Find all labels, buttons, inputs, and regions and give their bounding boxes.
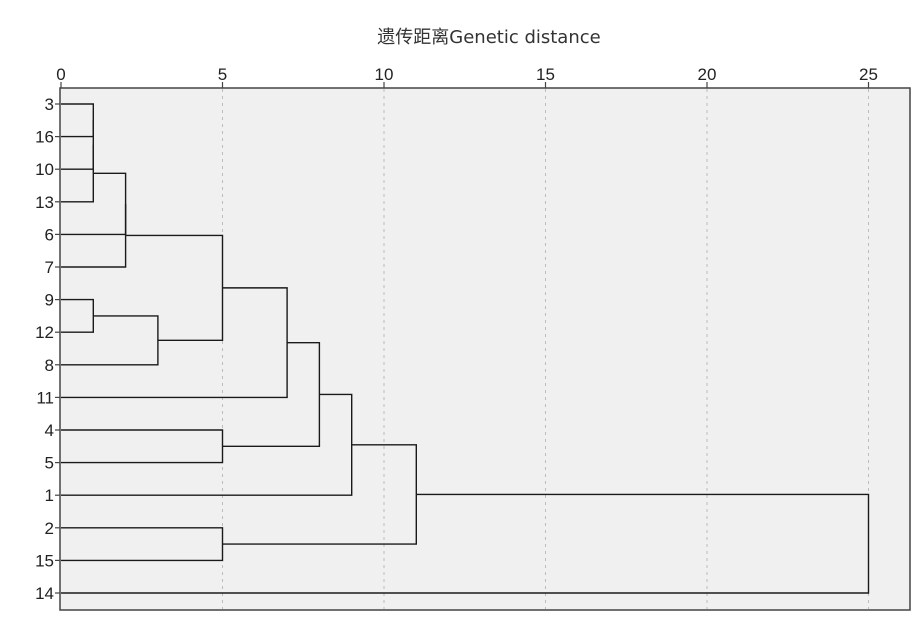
x-tick-label-20: 20 <box>698 65 717 84</box>
leaf-label-7: 7 <box>45 258 54 277</box>
leaf-label-4: 4 <box>45 421 54 440</box>
x-axis: 0 5 10 15 20 25 <box>56 65 878 88</box>
x-tick-label-25: 25 <box>859 65 878 84</box>
leaf-label-15: 15 <box>35 551 54 570</box>
leaf-label-1: 1 <box>45 486 54 505</box>
x-tick-label-0: 0 <box>56 65 65 84</box>
plot-area <box>59 87 911 611</box>
dendrogram-branches <box>61 103 870 594</box>
branch-3-16-10-13-6-7 <box>61 203 127 268</box>
leaf-label-12: 12 <box>35 323 54 342</box>
branch-cluster-all-14 <box>61 493 870 594</box>
x-tick-label-5: 5 <box>218 65 227 84</box>
leaf-label-14: 14 <box>35 584 54 603</box>
x-tick-label-10: 10 <box>375 65 394 84</box>
leaf-label-13: 13 <box>35 193 54 212</box>
leaf-label-16: 16 <box>35 128 54 147</box>
leaf-label-3: 3 <box>45 95 54 114</box>
x-tick-label-15: 15 <box>536 65 555 84</box>
leaf-label-9: 9 <box>45 291 54 310</box>
leaf-label-10: 10 <box>35 160 54 179</box>
leaf-label-6: 6 <box>45 225 54 244</box>
leaf-label-8: 8 <box>45 356 54 375</box>
grid-lines <box>222 89 869 609</box>
leaf-label-5: 5 <box>45 454 54 473</box>
chart-title: 遗传距离Genetic distance <box>377 27 600 48</box>
leaf-label-11: 11 <box>36 388 54 407</box>
branch-3-16-10-13 <box>61 144 94 203</box>
leaf-label-2: 2 <box>45 519 54 538</box>
